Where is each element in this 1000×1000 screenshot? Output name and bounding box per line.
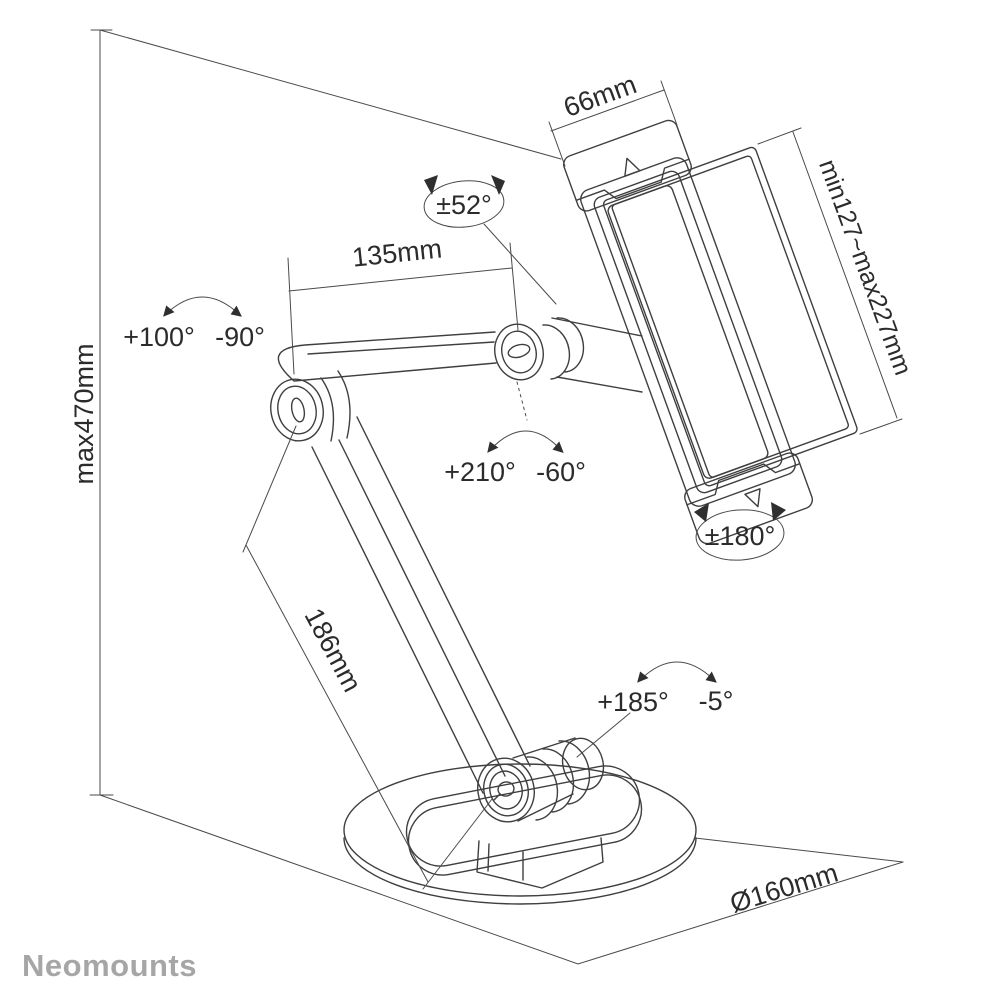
holder-bottom-clamp-step <box>686 463 801 506</box>
base-hinge-keyhole-tail <box>493 793 501 801</box>
holder-tilt-label: ±52° <box>436 190 492 220</box>
base-rotation-arc <box>637 661 717 683</box>
tablet-holder <box>562 119 858 545</box>
holder-tilt-arrow-left-icon <box>424 175 438 195</box>
floor-front-edge <box>99 794 904 965</box>
holder-rotation-ellipse <box>695 509 785 561</box>
holder-top-clamp <box>562 119 692 212</box>
wall-top-extension-line <box>99 29 562 160</box>
floor-back-edge <box>694 837 904 863</box>
bottom-clamp-arrow-icon <box>744 488 761 508</box>
upper-arm-length-label: 135mm <box>351 233 444 272</box>
wrist-keyhole <box>507 343 531 359</box>
wrist-rotation-leader-dashed <box>516 381 528 421</box>
lower-arm-edges <box>311 416 531 794</box>
base-plate-thickness <box>407 774 643 876</box>
wrist-positive-label: +210° <box>444 457 516 487</box>
base-hinge-ring-outer <box>477 757 535 823</box>
holder-rotation-arrow-right-icon <box>771 502 786 521</box>
base-diameter-label: Ø160mm <box>727 857 842 918</box>
wrist-ring-inner <box>501 330 537 374</box>
holder-rotation-arrow-left-icon <box>694 503 709 522</box>
holder-width-label: 66mm <box>560 69 641 123</box>
dim-135mm-lines <box>287 242 519 375</box>
wrist-collar-rings <box>542 317 585 380</box>
elbow-ring-inner <box>277 385 317 435</box>
elbow-keyhole <box>290 397 306 423</box>
dimension-lines <box>242 80 903 890</box>
tilt-bracket <box>551 317 643 393</box>
base-negative-label: -5° <box>699 686 734 716</box>
wrist-ring-outer <box>494 323 544 381</box>
wrist-rotation-arc <box>487 430 564 453</box>
base-rotation-leader <box>576 712 631 758</box>
base-hinge-collar-rings <box>512 737 591 822</box>
reference-box <box>89 29 904 965</box>
dim-66mm-lines <box>548 80 678 167</box>
holder-spine-mid <box>593 170 783 494</box>
base-hinge-ring-inner <box>489 770 523 810</box>
holder-spine-outer <box>580 157 796 507</box>
holder-rotation-label: ±180° <box>705 521 776 551</box>
base <box>343 763 697 905</box>
neomounts-logo: Neomounts <box>22 948 197 983</box>
lower-arm-length-label: 186mm <box>299 603 368 697</box>
holder-tilt-ellipse <box>423 180 505 228</box>
elbow-ring-outer <box>270 378 324 442</box>
base-hinge-ring-mid <box>483 763 529 817</box>
base-hinge-end-cap <box>561 737 605 791</box>
dim-186mm-lines <box>242 425 493 890</box>
total-height-label: max470mm <box>69 343 99 484</box>
base-hinge <box>477 737 605 823</box>
wrist-negative-label: -60° <box>536 457 586 487</box>
base-plate <box>405 765 641 867</box>
base-positive-label: +185° <box>597 687 669 717</box>
holder-tilt-leader <box>483 223 557 305</box>
base-disc-rim <box>343 837 697 905</box>
holder-height-range-label: min127~max227mm <box>813 156 917 379</box>
elbow-joint <box>270 370 351 442</box>
base-foot-bracket <box>476 837 604 889</box>
top-clamp-arrow-icon <box>624 157 641 177</box>
elbow-negative-label: -90° <box>215 322 265 352</box>
elbow-rotation-arc <box>163 296 242 317</box>
rotation-annotations <box>163 175 786 683</box>
wrist-joint <box>494 317 643 393</box>
holder-bottom-clamp <box>684 452 814 545</box>
holder-tilt-arrow-right-icon <box>491 175 505 195</box>
upper-arm <box>277 331 497 382</box>
holder-spine-inner <box>607 185 769 479</box>
dimension-labels: max470mm 66mm min127~max227mm 135mm 186m… <box>69 69 917 919</box>
base-hinge-keyhole <box>497 781 515 797</box>
base-disc-top <box>343 763 697 897</box>
upper-arm-edges <box>277 331 497 382</box>
lower-arm <box>311 416 531 794</box>
base-foot-lines <box>487 843 524 881</box>
holder-top-clamp-step <box>575 158 690 201</box>
elbow-collar-rings <box>320 370 351 442</box>
elbow-positive-label: +100° <box>123 322 195 352</box>
dim-min-max-lines <box>757 127 903 435</box>
